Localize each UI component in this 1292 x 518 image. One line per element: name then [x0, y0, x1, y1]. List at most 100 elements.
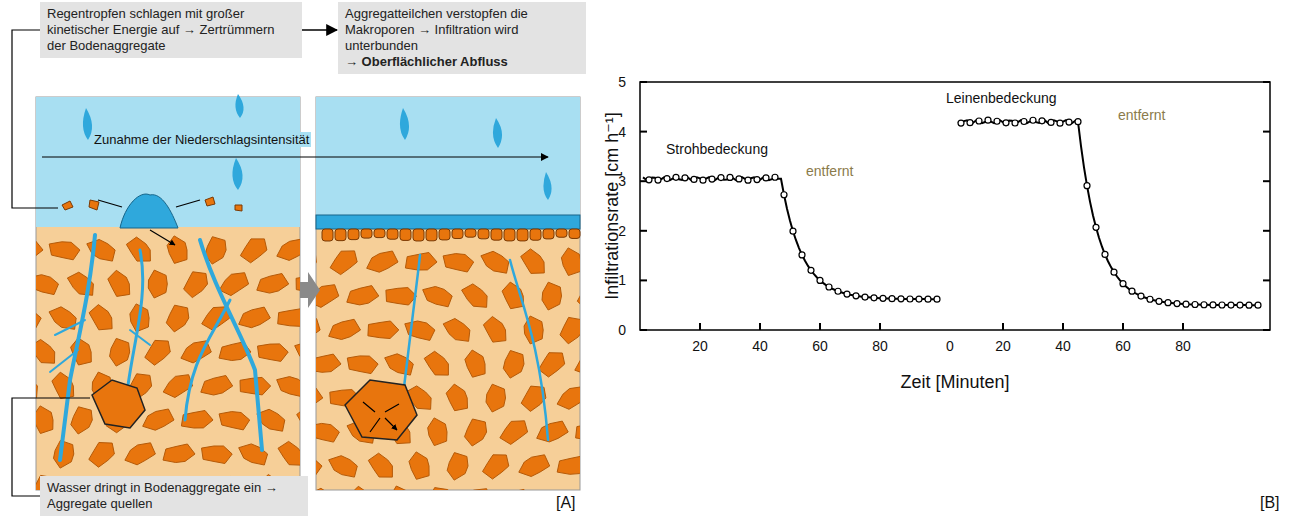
y-tick: [640, 81, 647, 83]
soil-aggregate: [329, 319, 361, 339]
soil-aggregate: [316, 423, 339, 442]
soil-aggregate: [385, 354, 414, 375]
water-channels: [50, 235, 262, 460]
data-point: [1246, 302, 1252, 308]
soil-aggregate: [576, 423, 580, 440]
soil-aggregate: [447, 453, 468, 481]
soil-aggregate: [316, 458, 322, 476]
crust-particle: [491, 229, 502, 240]
soil-aggregate: [143, 409, 174, 430]
soil-aggregate: [36, 374, 37, 397]
soil-aggregate: [443, 319, 470, 342]
data-point: [1255, 302, 1261, 308]
data-point: [1219, 302, 1225, 308]
crust-particle: [361, 229, 372, 238]
soil-aggregate: [89, 305, 112, 330]
soil-aggregate: [503, 351, 524, 379]
soil-aggregate: [316, 388, 323, 407]
data-point: [1228, 302, 1234, 308]
y-tick: [1263, 81, 1270, 83]
soil-aggregate: [316, 488, 336, 490]
tick-label: 4: [618, 124, 626, 140]
soil-aggregate: [278, 441, 300, 465]
crust-particle: [426, 229, 437, 241]
data-point: [1210, 302, 1216, 308]
soil-aggregate: [424, 351, 448, 375]
soil-aggregate: [316, 285, 339, 308]
soil-aggregate: [219, 273, 248, 296]
sky: [36, 97, 300, 227]
tick-label: 60: [812, 338, 828, 354]
splash-fragments: [62, 197, 242, 211]
x-tick: [699, 323, 701, 330]
crust-particle: [478, 229, 489, 239]
soil-aggregate: [499, 489, 531, 490]
note-text: Wasser dringt in Bodenaggregate ein → Ag…: [47, 480, 301, 512]
data-point: [655, 177, 661, 183]
soil-aggregate: [258, 344, 289, 362]
crust-particle: [452, 229, 463, 239]
crust-particle: [374, 229, 385, 238]
soil-aggregate: [277, 377, 300, 397]
label: Zunahme der Niederschlagsintensität: [92, 132, 311, 147]
soil-aggregate: [240, 239, 267, 263]
crust-particle: [504, 229, 515, 241]
soil-aggregate: [184, 272, 208, 298]
soil-aggregate: [201, 376, 233, 396]
data-point: [646, 177, 652, 183]
data-point: [691, 176, 697, 182]
data-point: [1012, 120, 1018, 126]
data-point: [1111, 269, 1117, 275]
water-film: [316, 215, 580, 229]
soil-aggregate: [481, 251, 509, 273]
note-box: Regentropfen schlagen mit großer kinetis…: [40, 2, 302, 58]
intensity-arrow: [42, 157, 548, 158]
data-point: [745, 177, 751, 183]
label: entfernt: [1118, 107, 1165, 123]
data-point: [673, 174, 679, 180]
x-tick: [1002, 323, 1004, 330]
data-point: [958, 120, 964, 126]
soil-aggregate: [166, 305, 189, 332]
soil-aggregate: [486, 384, 506, 412]
label: [A]: [556, 494, 576, 512]
soil-aggregate: [36, 340, 55, 364]
soil-aggregate: [257, 274, 289, 294]
soil-aggregate: [89, 443, 115, 468]
tick-label: 3: [618, 173, 626, 189]
data-point: [1174, 301, 1180, 307]
note-text: Aggregatteilchen verstopfen die Makropor…: [345, 6, 579, 54]
soil-aggregate: [36, 309, 41, 328]
soil-aggregate: [537, 421, 569, 442]
y-tick: [640, 131, 647, 133]
soil-aggregate: [239, 307, 271, 328]
crust-particle: [517, 229, 528, 241]
data-point: [1102, 251, 1108, 257]
label: Zeit [Minuten]: [900, 372, 1009, 393]
tick-label: 0: [618, 322, 626, 338]
data-point: [1192, 302, 1198, 308]
data-point: [907, 296, 913, 302]
soil-aggregate: [575, 353, 580, 375]
data-point: [1030, 117, 1036, 123]
data-point: [763, 175, 769, 181]
crust-particle: [335, 229, 346, 241]
data-point: [1201, 302, 1207, 308]
y-tick: [1263, 329, 1270, 331]
data-point: [826, 284, 832, 290]
soil-aggregate: [219, 412, 250, 430]
soil-aggregate: [561, 248, 580, 276]
y-tick: [640, 230, 647, 232]
crust-particle: [322, 229, 333, 241]
soil-aggregate: [577, 284, 580, 310]
data-point: [1093, 224, 1099, 230]
soil-aggregate: [36, 406, 53, 434]
soil-aggregate: [368, 321, 399, 339]
soil-aggregate: [423, 287, 453, 307]
label: Strohbedeckung: [666, 141, 768, 157]
crust-particle: [387, 229, 398, 239]
tick-label: 2: [618, 223, 626, 239]
data-point: [1021, 118, 1027, 124]
data-point: [985, 117, 991, 123]
